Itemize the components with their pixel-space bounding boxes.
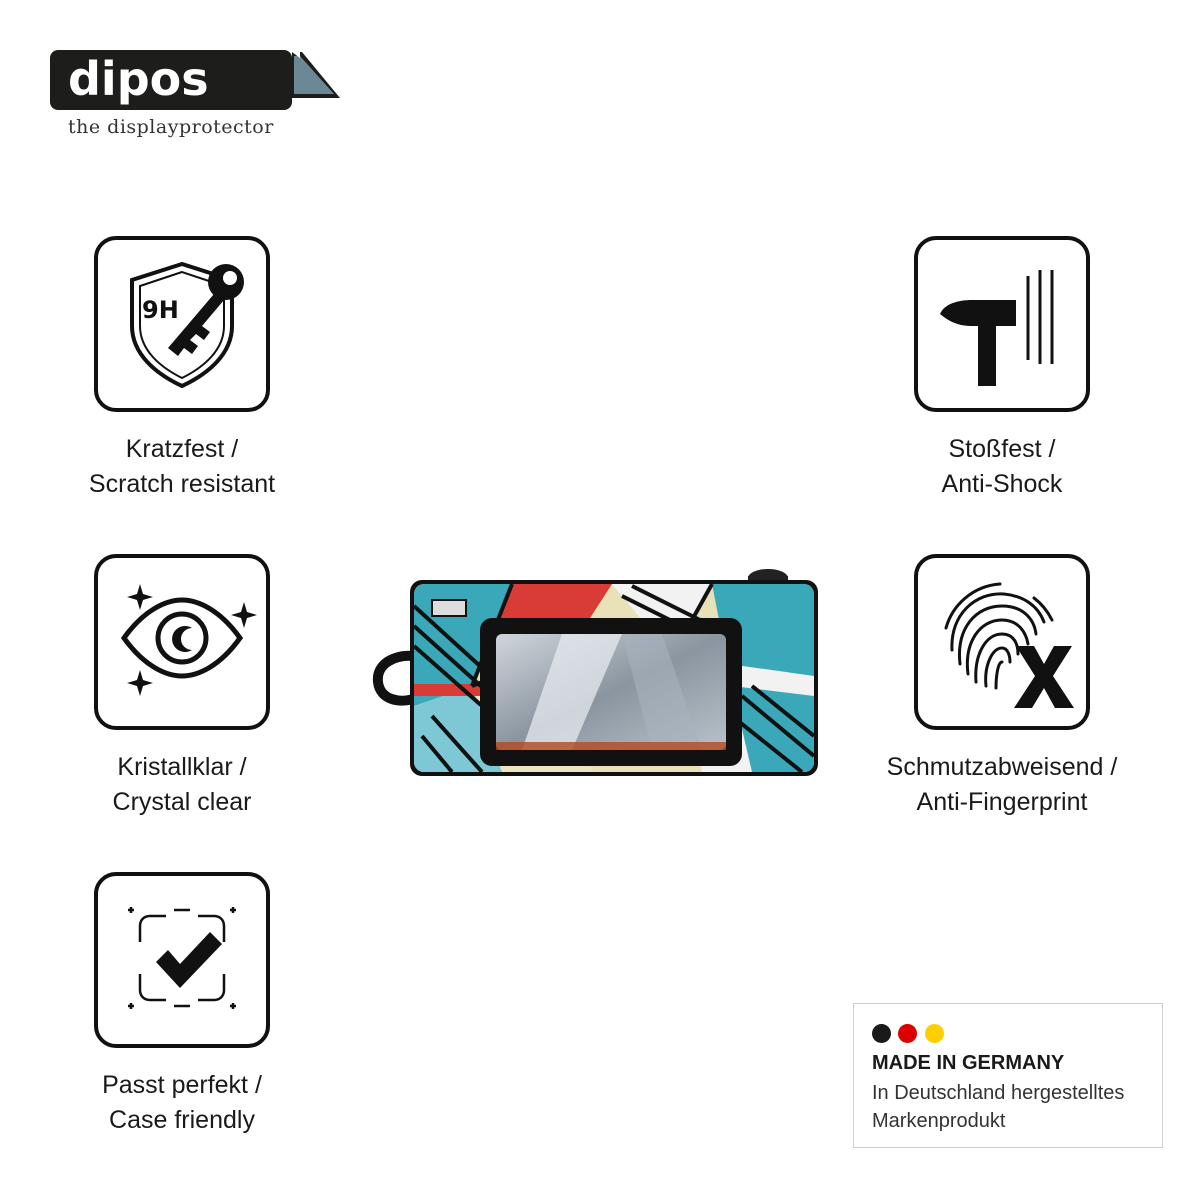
label-en: Case friendly (109, 1106, 255, 1134)
feature-icon-box (94, 554, 270, 730)
feature-label: Kratzfest / Scratch resistant (22, 432, 342, 502)
label-de: Stoßfest / (948, 435, 1056, 463)
feature-case-friendly: Passt perfekt / Case friendly (22, 872, 342, 1138)
label-en: Anti-Fingerprint (916, 788, 1088, 816)
feature-icon-box (914, 554, 1090, 730)
feature-label: Stoßfest / Anti-Shock (842, 432, 1162, 502)
label-en: Anti-Shock (941, 470, 1063, 498)
feature-icon-box (914, 236, 1090, 412)
feature-anti-fingerprint: Schmutzabweisend / Anti-Fingerprint (842, 554, 1162, 820)
fingerprint-x-icon (944, 582, 1074, 708)
hammer-icon (940, 270, 1054, 386)
flag-dot-black (872, 1024, 891, 1043)
frame-check-icon (128, 907, 236, 1009)
feature-icon-box (94, 872, 270, 1048)
feature-scratch-resistant: 9H Kratzfest / Scratch resistant (22, 236, 342, 502)
logo-badge (50, 50, 292, 110)
shield-key-9h-icon: 9H (130, 261, 244, 389)
svg-text:9H: 9H (142, 296, 179, 324)
flag-dot-red (898, 1024, 918, 1043)
page-fold-icon (292, 52, 340, 98)
brand-logo: dipos the displayprotector (50, 50, 340, 142)
feature-label: Kristallklar / Crystal clear (22, 750, 342, 820)
logo-wordmark: dipos (68, 52, 209, 106)
label-de: Passt perfekt / (102, 1071, 262, 1099)
label-de: Schmutzabweisend / (886, 753, 1118, 781)
subtitle-line-1: In Deutschland hergestelltes (872, 1082, 1125, 1104)
feature-label: Schmutzabweisend / Anti-Fingerprint (842, 750, 1162, 820)
made-in-germany-title: MADE IN GERMANY (872, 1052, 1065, 1074)
label-de: Kratzfest / (125, 435, 239, 463)
flag-dot-gold (924, 1024, 944, 1043)
logo-tagline: the displayprotector (68, 116, 274, 138)
made-in-germany-subtitle: In Deutschland hergestelltes Markenprodu… (872, 1079, 1157, 1135)
german-flag-dots (872, 1024, 947, 1044)
product-device-image (372, 569, 818, 776)
subtitle-line-2: Markenprodukt (872, 1110, 1006, 1132)
feature-icon-box: 9H (94, 236, 270, 412)
eye-sparkle-icon (120, 584, 257, 696)
feature-crystal-clear: Kristallklar / Crystal clear (22, 554, 342, 820)
label-de: Kristallklar / (117, 753, 247, 781)
label-en: Scratch resistant (88, 470, 276, 498)
feature-anti-shock: Stoßfest / Anti-Shock (842, 236, 1162, 502)
feature-label: Passt perfekt / Case friendly (22, 1068, 342, 1138)
label-en: Crystal clear (112, 788, 252, 816)
made-in-germany-badge: MADE IN GERMANY In Deutschland hergestel… (853, 1003, 1163, 1148)
